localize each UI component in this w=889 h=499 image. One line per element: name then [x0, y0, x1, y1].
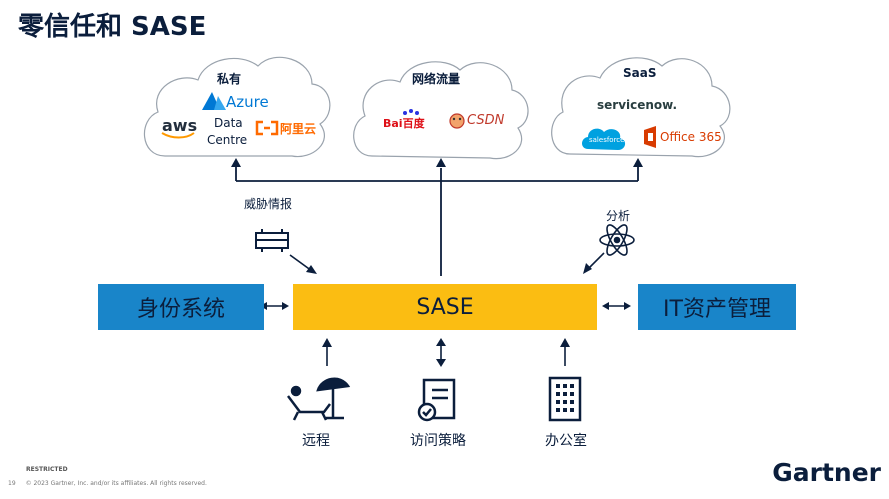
it-asset-management-box: IT资产管理	[638, 284, 796, 330]
office-building-icon	[548, 376, 582, 422]
threat-intel-label: 威胁情报	[244, 197, 293, 211]
sase-box: SASE	[293, 284, 597, 330]
azure-logo-icon	[202, 92, 226, 110]
beach-chair-icon	[287, 377, 351, 421]
servicenow-logo-text: servicenow.	[597, 98, 678, 112]
analytics-label: 分析	[606, 209, 631, 223]
cloud-traffic-shape	[353, 61, 529, 160]
policy-document-icon	[417, 378, 456, 422]
access-policy-label: 访问策略	[410, 433, 466, 449]
cloud-private-shape	[144, 56, 331, 158]
identity-system-box: 身份系统	[98, 284, 264, 330]
csdn-mascot-icon	[449, 113, 465, 129]
office365-logo-icon	[644, 126, 656, 148]
salesforce-logo-icon	[582, 128, 626, 150]
top-arrowheads	[231, 158, 643, 167]
baidu-logo-text: Bai百度	[383, 117, 425, 130]
azure-logo-text: Azure	[226, 93, 269, 111]
datacentre-line1: Data	[214, 116, 243, 130]
datacentre-line2: Centre	[207, 133, 248, 147]
office365-logo-text: Office 365	[660, 130, 722, 144]
top-connector-lines	[235, 165, 639, 276]
aliyun-logo-icon	[255, 120, 279, 136]
remote-label: 远程	[302, 433, 330, 449]
aliyun-logo-text: 阿里云	[280, 122, 317, 136]
aws-logo-text: aws	[162, 116, 198, 135]
office-label: 办公室	[545, 433, 587, 449]
csdn-logo-text: CSDN	[467, 113, 505, 128]
salesforce-logo-text: salesforce	[589, 136, 625, 144]
gartner-logo: Gartner	[772, 458, 881, 487]
copyright-text: © 2023 Gartner, Inc. and/or its affiliat…	[25, 480, 207, 487]
cloud-saas-label: SaaS	[623, 66, 657, 80]
cloud-private-label: 私有	[217, 72, 242, 86]
footer-copyright: 19 © 2023 Gartner, Inc. and/or its affil…	[8, 480, 207, 487]
atom-icon	[599, 224, 635, 256]
threat-intel-arrow	[289, 254, 313, 272]
baidu-paw-icon	[403, 109, 419, 115]
aws-smile-icon	[161, 132, 195, 139]
cloud-traffic-label: 网络流量	[412, 72, 461, 86]
page-number: 19	[8, 480, 16, 487]
restricted-label: RESTRICTED	[26, 466, 68, 473]
slide-title: 零信任和 SASE	[18, 12, 207, 42]
server-icon	[255, 229, 289, 252]
